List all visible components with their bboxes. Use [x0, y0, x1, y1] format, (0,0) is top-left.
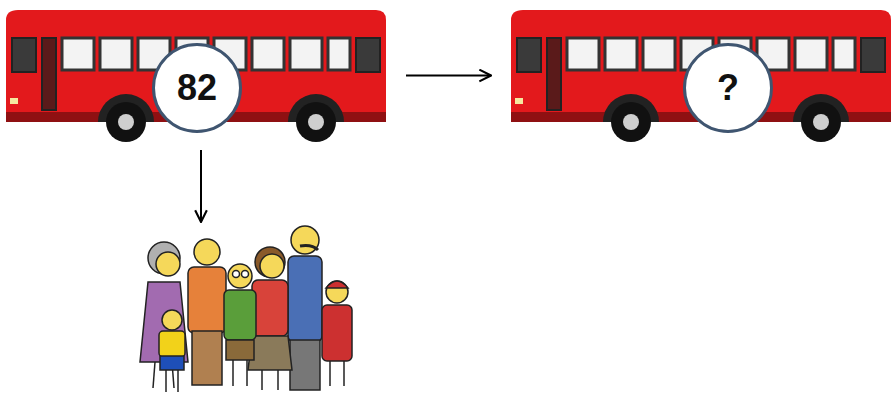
flow-arrow — [406, 75, 491, 77]
bus-picture — [511, 10, 891, 142]
bus-picture — [6, 10, 386, 142]
route-number-circle: ? — [683, 43, 773, 133]
people-group — [140, 226, 352, 392]
bus-node: ? — [511, 8, 891, 143]
down-arrow — [200, 150, 202, 222]
route-number: 82 — [177, 70, 217, 106]
route-number: ? — [717, 70, 739, 106]
bus-node: 82 — [6, 8, 386, 143]
route-number-circle: 82 — [152, 43, 242, 133]
